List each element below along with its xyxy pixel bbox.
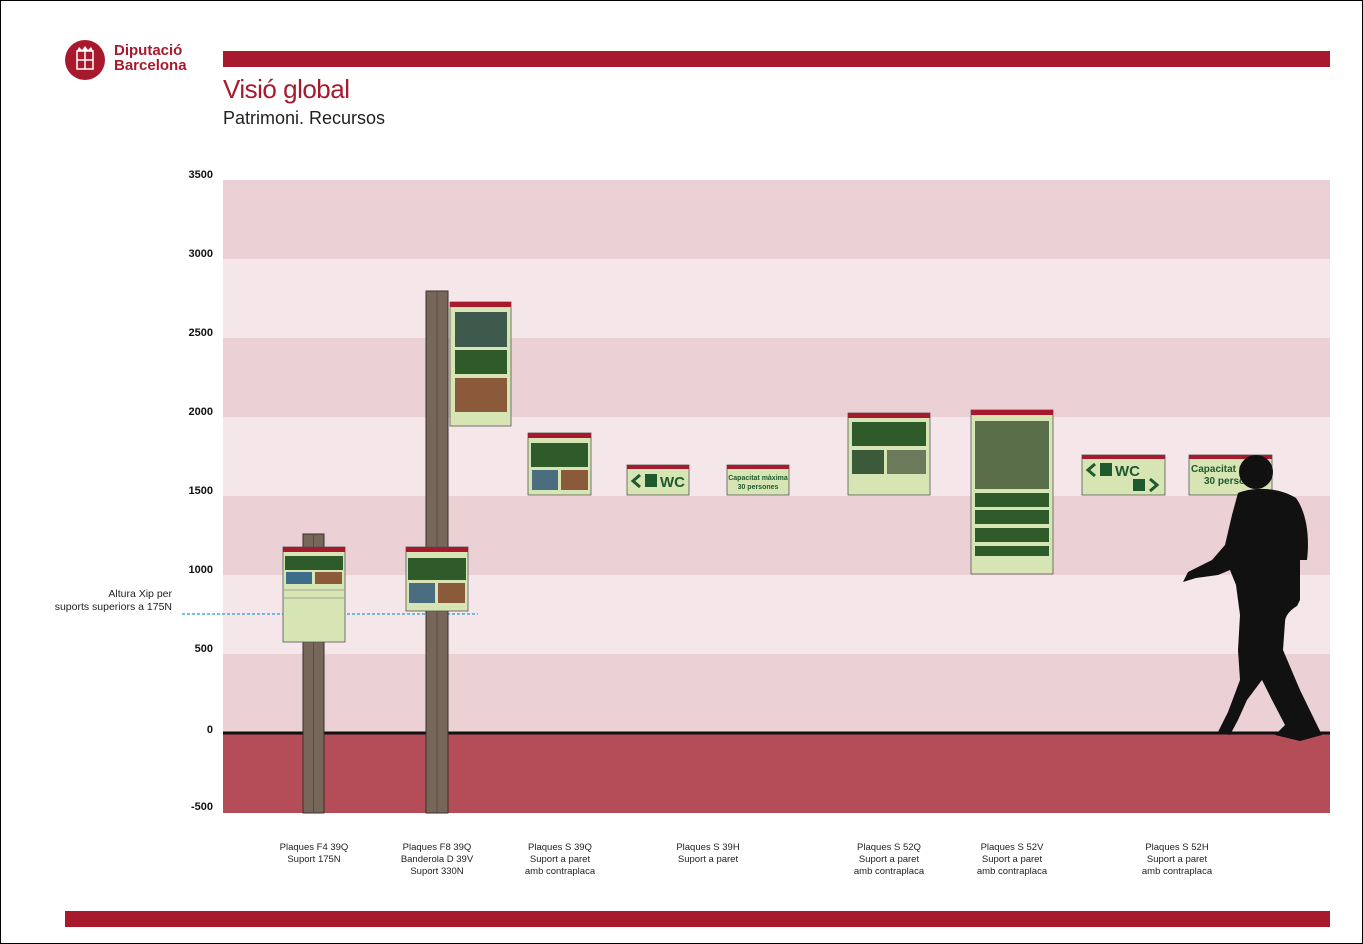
plate-s-52q [847, 412, 931, 496]
plate-s-39h-wc: WC [626, 464, 690, 496]
caption-s-52q: Plaques S 52Q Suport a paret amb contrap… [834, 842, 944, 878]
bottom-accent-bar [65, 911, 1330, 927]
capacity-text-cut-2: 30 perso [1204, 476, 1245, 487]
caption-line: amb contraplaca [976, 866, 1048, 877]
top-accent-bar [223, 51, 1330, 67]
caption-line: Plaques S 39Q [528, 842, 592, 853]
brand-line-1: Diputació [114, 42, 183, 59]
reference-label-line-2: suports superiors a 175N [54, 601, 172, 613]
caption-line: Plaques S 39H [676, 842, 740, 853]
height-band [223, 338, 1330, 417]
caption-s-52v: Plaques S 52V Suport a paret amb contrap… [957, 842, 1067, 878]
y-tick-label: 3000 [188, 248, 213, 260]
capacity-text-1: Capacitat màxima [728, 475, 788, 482]
caption-line: Suport 330N [410, 866, 464, 877]
y-tick-label: 1000 [188, 564, 213, 576]
caption-s-39h: Plaques S 39H Suport a paret [653, 842, 763, 866]
person-silhouette-icon [1183, 455, 1322, 741]
caption-line: Suport a paret [529, 854, 591, 865]
caption-f8-39q: Plaques F8 39Q Banderola D 39V Suport 33… [382, 842, 492, 878]
brand-line-2: Barcelona [114, 57, 187, 74]
page-subtitle: Patrimoni. Recursos [223, 108, 386, 128]
caption-line: amb contraplaca [524, 866, 596, 877]
caption-line: Plaques F8 39Q [402, 842, 472, 853]
y-tick-label: 500 [194, 643, 213, 655]
caption-line: Suport a paret [981, 854, 1043, 865]
wc-sign-text-2: WC [1115, 463, 1140, 480]
plate-s-52v [970, 409, 1054, 575]
height-band [223, 654, 1330, 733]
caption-line: Plaques S 52Q [857, 842, 921, 853]
caption-f4-39q: Plaques F4 39Q Suport 175N [259, 842, 369, 866]
caption-line: Plaques S 52H [1145, 842, 1209, 853]
plate-f4-39q [282, 546, 346, 643]
caption-line: amb contraplaca [1141, 866, 1213, 877]
diputacio-logo-icon [65, 40, 105, 80]
plate-s-52h-wc: WC [1081, 454, 1166, 496]
wc-sign-text: WC [660, 474, 685, 491]
capacity-text-2: 30 persones [738, 484, 779, 491]
caption-line: Suport a paret [858, 854, 920, 865]
caption-s-52h: Plaques S 52H Suport a paret amb contrap… [1122, 842, 1232, 878]
caption-s-39q: Plaques S 39Q Suport a paret amb contrap… [505, 842, 615, 878]
caption-line: Suport a paret [677, 854, 739, 865]
y-tick-label: -500 [190, 801, 213, 813]
reference-line-label: Altura Xip per suports superiors a 175N [40, 588, 172, 614]
y-tick-label: 2500 [188, 327, 213, 339]
reference-label-line-1: Altura Xip per [108, 588, 172, 600]
caption-line: Suport 175N [287, 854, 341, 865]
banner-d-39v [449, 301, 512, 427]
plate-s-39q [527, 432, 592, 496]
capacity-text-cut-1: Capacitat m [1191, 464, 1248, 475]
brand-name: Diputació Barcelona [114, 43, 187, 73]
y-tick-label: 3500 [188, 169, 213, 181]
caption-line: Plaques F4 39Q [279, 842, 349, 853]
ground-area [223, 733, 1330, 813]
height-band [223, 259, 1330, 338]
plate-s-39h-capacity: Capacitat màxima 30 persones [726, 464, 790, 496]
y-tick-label: 2000 [188, 406, 213, 418]
y-tick-label: 1500 [188, 485, 213, 497]
caption-line: Plaques S 52V [980, 842, 1044, 853]
plate-f8-39q [405, 546, 469, 612]
y-tick-label: 0 [206, 724, 213, 736]
caption-line: Banderola D 39V [400, 854, 474, 865]
caption-line: amb contraplaca [853, 866, 925, 877]
height-band [223, 496, 1330, 575]
caption-line: Suport a paret [1146, 854, 1208, 865]
page-title: Visió global [223, 74, 350, 104]
height-band [223, 180, 1330, 259]
